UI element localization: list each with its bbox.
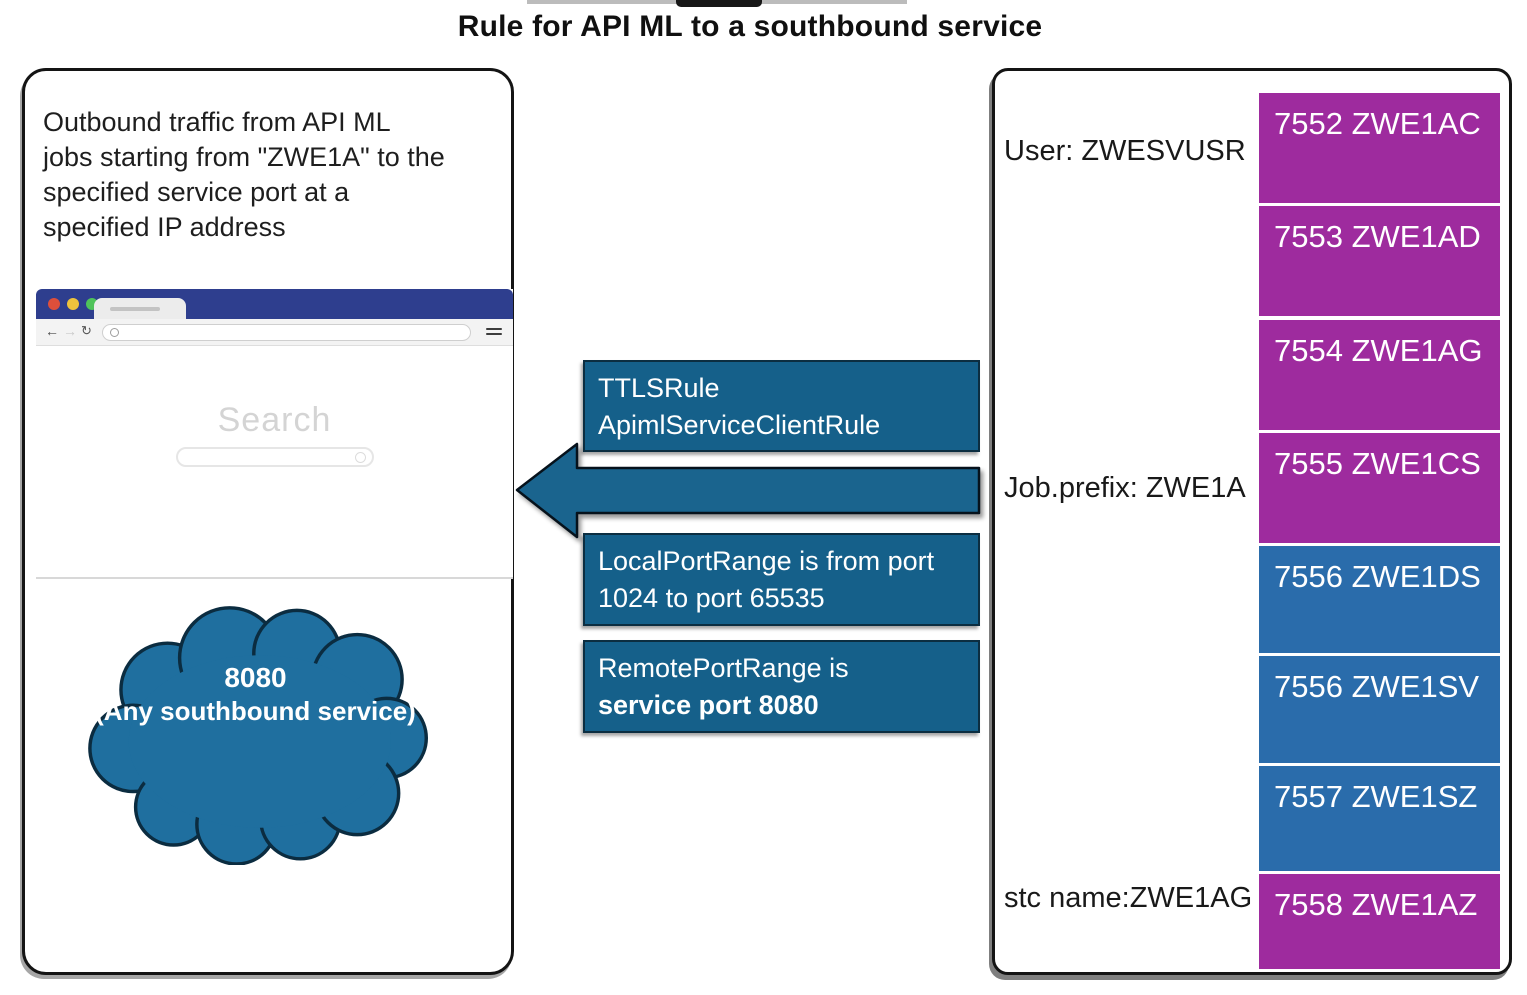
- forward-arrow-icon: →: [63, 323, 77, 339]
- stc-name-label: stc name:ZWE1AG: [1004, 882, 1253, 914]
- cropped-artifact-dark: [676, 0, 762, 7]
- port-box: 7554 ZWE1AG: [1259, 320, 1500, 430]
- flow-arrow-icon: [515, 442, 981, 539]
- ttls-rule-box: TTLSRule ApimlServiceClientRule: [583, 360, 980, 452]
- port-box: 7558 ZWE1AZ: [1259, 874, 1500, 969]
- address-bar: [102, 324, 471, 341]
- port-box: 7552 ZWE1AC: [1259, 93, 1500, 203]
- port-box: 7556 ZWE1SV: [1259, 656, 1500, 763]
- ttls-rule-line2: ApimlServiceClientRule: [598, 410, 881, 440]
- search-field-icon: [354, 452, 366, 463]
- close-dot-icon: [48, 298, 60, 310]
- outbound-traffic-panel: Outbound traffic from API ML jobs starti…: [22, 68, 514, 975]
- ttls-rule-line1: TTLSRule: [598, 373, 720, 403]
- browser-mockup: ← → ↻ Search: [36, 289, 513, 579]
- menu-icon: [486, 328, 502, 338]
- remote-port-range-box: RemotePortRange is service port 8080: [583, 640, 980, 733]
- browser-titlebar: [36, 289, 513, 319]
- tab-title-placeholder: [110, 307, 160, 311]
- outbound-description: Outbound traffic from API ML jobs starti…: [43, 105, 445, 245]
- local-port-line2: 1024 to port 65535: [598, 583, 825, 613]
- search-icon: [110, 328, 119, 337]
- remote-port-line2: service port 8080: [598, 690, 819, 720]
- browser-tab: [94, 298, 186, 319]
- port-box: 7557 ZWE1SZ: [1259, 766, 1500, 871]
- browser-toolbar: ← → ↻: [36, 319, 513, 346]
- refresh-icon: ↻: [81, 323, 92, 338]
- cloud-shape: [88, 606, 428, 866]
- description-line: jobs starting from "ZWE1A" to the: [43, 142, 445, 172]
- search-input: [175, 447, 374, 467]
- search-page-title: Search: [217, 401, 332, 439]
- description-line: specified IP address: [43, 212, 286, 242]
- southbound-service-cloud: 8080 (Any southbound service): [83, 593, 428, 866]
- minimize-dot-icon: [67, 298, 79, 310]
- diagram-title: Rule for API ML to a southbound service: [457, 10, 1043, 43]
- cloud-service: (Any southbound service): [95, 696, 416, 726]
- cloud-port: 8080: [224, 662, 287, 693]
- port-box: 7553 ZWE1AD: [1259, 206, 1500, 316]
- local-port-line1: LocalPortRange is from port: [598, 546, 935, 576]
- local-port-range-box: LocalPortRange is from port 1024 to port…: [583, 533, 980, 626]
- description-line: Outbound traffic from API ML: [43, 107, 391, 137]
- job-prefix-label: Job.prefix: ZWE1A: [1004, 472, 1246, 504]
- cloud-label: 8080 (Any southbound service): [83, 661, 428, 727]
- description-line: specified service port at a: [43, 177, 350, 207]
- user-label: User: ZWESVUSR: [1004, 135, 1246, 167]
- port-box: 7556 ZWE1DS: [1259, 546, 1500, 653]
- port-box: 7555 ZWE1CS: [1259, 433, 1500, 543]
- back-arrow-icon: ←: [45, 323, 59, 339]
- remote-port-line1: RemotePortRange is: [598, 653, 849, 683]
- jobs-panel: User: ZWESVUSR Job.prefix: ZWE1A stc nam…: [992, 68, 1512, 975]
